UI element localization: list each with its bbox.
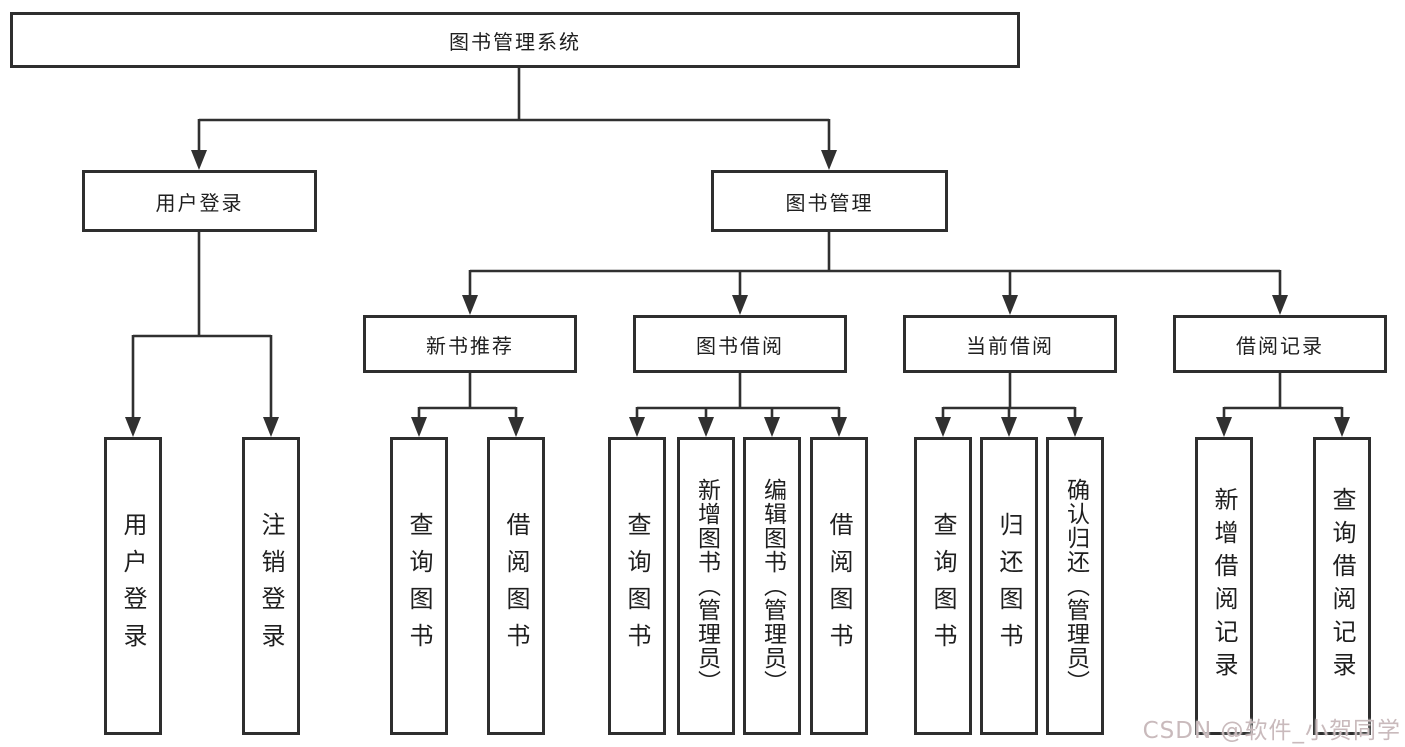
leaf-edit-books-admin: 编辑图书（管理员）: [743, 437, 801, 735]
node-label: 图书管理系统: [449, 29, 581, 54]
node-borrow-records: 借阅记录: [1173, 315, 1387, 373]
node-new-book-recommend: 新书推荐: [363, 315, 577, 373]
node-label: 编辑图书（管理员）: [759, 478, 786, 694]
leaf-add-books-admin: 新增图书（管理员）: [677, 437, 735, 735]
csdn-watermark: CSDN @软件_小贺同学: [1142, 718, 1401, 744]
node-label: 图书借阅: [696, 333, 784, 358]
leaf-query-books-1: 查询图书: [390, 437, 448, 735]
node-label: 查询图书: [623, 512, 651, 660]
node-system-root: 图书管理系统: [10, 12, 1020, 68]
node-label: 借阅记录: [1236, 333, 1324, 358]
node-label: 图书管理: [785, 190, 874, 215]
node-label: 新书推荐: [426, 333, 514, 358]
node-label: 归还图书: [995, 512, 1023, 660]
node-current-borrowing: 当前借阅: [903, 315, 1117, 373]
node-label: 用户登录: [155, 190, 244, 215]
leaf-confirm-return-admin: 确认归还（管理员）: [1046, 437, 1104, 735]
node-label: 新增图书（管理员）: [693, 478, 720, 694]
node-book-management: 图书管理: [711, 170, 948, 232]
leaf-logout: 注销登录: [242, 437, 300, 735]
node-label: 查询图书: [405, 512, 433, 660]
node-label: 借阅图书: [825, 512, 853, 660]
leaf-query-borrow-record: 查询借阅记录: [1313, 437, 1371, 735]
leaf-return-books: 归还图书: [980, 437, 1038, 735]
node-label: 用户登录: [119, 512, 147, 660]
node-label: 确认归还（管理员）: [1062, 478, 1089, 694]
leaf-borrow-books-2: 借阅图书: [810, 437, 868, 735]
leaf-borrow-books-1: 借阅图书: [487, 437, 545, 735]
node-label: 注销登录: [257, 512, 285, 660]
node-book-borrowing: 图书借阅: [633, 315, 847, 373]
leaf-add-borrow-record: 新增借阅记录: [1195, 437, 1253, 735]
node-label: 借阅图书: [502, 512, 530, 660]
node-label: 查询借阅记录: [1328, 487, 1356, 685]
node-label: 当前借阅: [966, 333, 1054, 358]
node-label: 查询图书: [929, 512, 957, 660]
leaf-query-books-3: 查询图书: [914, 437, 972, 735]
node-label: 新增借阅记录: [1210, 487, 1238, 685]
node-user-login: 用户登录: [82, 170, 317, 232]
leaf-user-login: 用户登录: [104, 437, 162, 735]
arrowheads: [125, 150, 1350, 437]
leaf-query-books-2: 查询图书: [608, 437, 666, 735]
